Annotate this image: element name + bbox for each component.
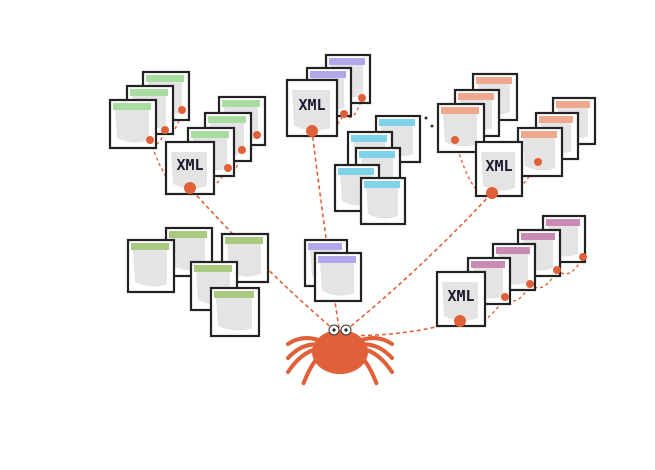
page-header-stripe xyxy=(222,100,260,107)
crawl-link xyxy=(311,130,341,336)
link-node-dot xyxy=(146,136,154,144)
web-page xyxy=(359,176,407,226)
spider-body xyxy=(312,330,368,374)
spider-pupil xyxy=(344,328,348,332)
page-header-stripe xyxy=(458,93,494,100)
page-header-stripe xyxy=(169,231,207,238)
xml-label: XML xyxy=(176,156,203,174)
page-header-stripe xyxy=(310,71,346,78)
crawler-spider-icon xyxy=(286,324,394,386)
page-header-stripe xyxy=(191,131,229,138)
link-node-dot xyxy=(161,126,169,134)
page-content-blob xyxy=(320,263,354,296)
page-header-stripe xyxy=(364,181,400,188)
web-page xyxy=(313,251,363,303)
web-page xyxy=(436,102,486,154)
xml-sitemap-page: XML xyxy=(474,140,524,199)
page-header-stripe xyxy=(194,265,232,272)
link-node-dot xyxy=(454,315,466,327)
page-content-blob xyxy=(115,110,149,143)
page-header-stripe xyxy=(539,116,573,123)
page-header-stripe xyxy=(146,75,184,82)
page-header-stripe xyxy=(379,119,415,126)
dot-mark xyxy=(424,116,428,120)
page-header-stripe xyxy=(521,131,557,138)
page-content-blob xyxy=(133,250,167,287)
web-page xyxy=(126,238,176,294)
page-header-stripe xyxy=(329,58,365,65)
page-content-blob xyxy=(523,138,555,171)
page-header-stripe xyxy=(441,107,479,114)
web-page xyxy=(209,286,261,338)
page-stacks: XML XML XML XML xyxy=(108,53,597,338)
page-header-stripe xyxy=(208,116,246,123)
link-node-dot xyxy=(486,187,498,199)
link-node-dot xyxy=(526,280,534,288)
link-node-dot xyxy=(238,146,246,154)
page-content-blob xyxy=(292,90,330,131)
link-node-dot xyxy=(451,136,459,144)
link-node-dot xyxy=(178,106,186,114)
web-page xyxy=(108,98,158,150)
link-node-dot xyxy=(579,253,587,261)
page-header-stripe xyxy=(113,103,151,110)
xml-label: XML xyxy=(485,157,512,175)
page-content-blob xyxy=(442,282,478,321)
page-header-stripe xyxy=(338,168,374,175)
page-header-stripe xyxy=(476,77,512,84)
dot-mark xyxy=(430,124,434,128)
page-content-blob xyxy=(171,152,207,189)
page-content-blob xyxy=(481,152,515,191)
page-header-stripe xyxy=(225,237,263,244)
xml-sitemap-page: XML xyxy=(435,270,487,328)
xml-sitemap-page: XML xyxy=(164,140,216,196)
page-content-blob xyxy=(366,188,398,219)
page-header-stripe xyxy=(496,247,530,254)
page-header-stripe xyxy=(308,243,342,250)
link-node-dot xyxy=(184,182,196,194)
page-header-stripe xyxy=(521,233,555,240)
crawl-link xyxy=(339,192,493,336)
page-header-stripe xyxy=(130,89,168,96)
page-header-stripe xyxy=(131,243,169,250)
page-header-stripe xyxy=(556,101,590,108)
page-header-stripe xyxy=(471,261,505,268)
xml-label: XML xyxy=(447,287,474,305)
link-node-dot xyxy=(358,94,366,102)
page-header-stripe xyxy=(318,256,356,263)
link-node-dot xyxy=(306,125,318,137)
link-node-dot xyxy=(253,131,261,139)
page-content-blob xyxy=(443,114,477,147)
page-header-stripe xyxy=(359,151,395,158)
web-page xyxy=(516,126,564,178)
page-header-stripe xyxy=(351,135,387,142)
page-content-blob xyxy=(216,298,252,331)
link-node-dot xyxy=(340,110,348,118)
link-node-dot xyxy=(534,158,542,166)
spider-pupil xyxy=(332,328,336,332)
page-header-stripe xyxy=(546,219,580,226)
link-node-dot xyxy=(501,293,509,301)
link-node-dot xyxy=(553,266,561,274)
page-header-stripe xyxy=(214,291,254,298)
link-node-dot xyxy=(224,164,232,172)
xml-label: XML xyxy=(298,96,325,114)
xml-sitemap-page: XML xyxy=(285,78,339,138)
